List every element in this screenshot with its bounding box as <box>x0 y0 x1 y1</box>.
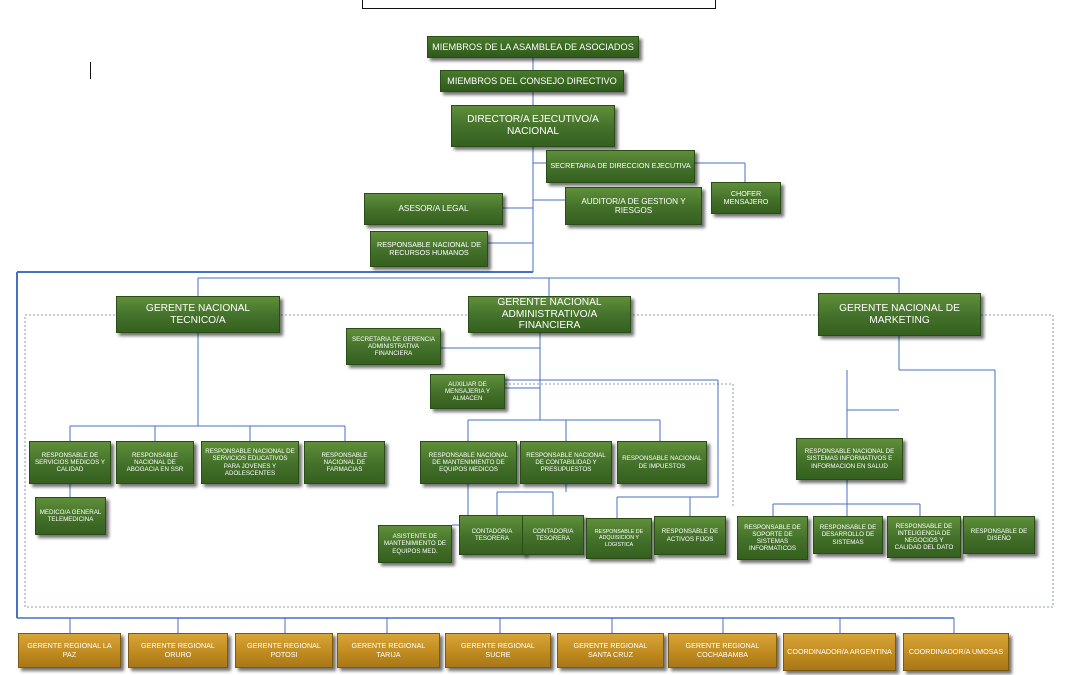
contador-1-box: CONTADOR/A TESORERA <box>459 515 525 555</box>
adquisicion-box: RESPONSABLE DE ADQUISICION Y LOGISTICA <box>586 518 652 559</box>
inteligencia-box: RESPONSABLE DE INTELIGENCIA DE NEGOCIOS … <box>887 516 961 558</box>
tecnico-label-1: RESPONSABLE NACIONAL DE ABOGACIA EN SSR <box>126 451 184 474</box>
diseno-box: RESPONSABLE DE DISEÑO <box>963 516 1035 554</box>
admin-label-0: RESPONSABLE NACIONAL DE MANTENIMIENTO DE… <box>428 451 509 474</box>
regional-box-2: GERENTE REGIONAL POTOSI <box>235 633 333 668</box>
regional-box-1: GERENTE REGIONAL ORURO <box>128 633 228 668</box>
gerente-admin-label: GERENTE NACIONAL ADMINISTRATIVO/A FINANC… <box>497 296 602 332</box>
adquisicion-label: RESPONSABLE DE ADQUISICION Y LOGISTICA <box>594 529 644 548</box>
regional-label-6: GERENTE REGIONAL COCHABAMBA <box>685 641 760 659</box>
sistemas-box: RESPONSABLE NACIONAL DE SISTEMAS INFORMA… <box>796 438 903 480</box>
chofer-box: CHOFER MENSAJERO <box>711 182 781 214</box>
chofer-label: CHOFER MENSAJERO <box>723 188 769 206</box>
header-frame <box>362 0 716 9</box>
regional-box-6: GERENTE REGIONAL COCHABAMBA <box>668 633 777 668</box>
tecnico-box-2: RESPONSABLE NACIONAL DE SERVICIOS EDUCAT… <box>201 441 299 484</box>
gerente-tecnico-box: GERENTE NACIONAL TECNICO/A <box>116 296 280 333</box>
asesor-legal-label: ASESOR/A LEGAL <box>398 204 469 214</box>
medico-box: MEDICO/A GENERAL TELEMEDICINA <box>35 497 106 535</box>
desarrollo-label: RESPONSABLE DE DESARROLLO DE SISTEMAS <box>819 524 877 546</box>
tecnico-box-3: RESPONSABLE NACIONAL DE FARMACIAS <box>304 441 385 484</box>
regional-box-7: COORDINADOR/A ARGENTINA <box>783 633 896 671</box>
consejo-box: MIEMBROS DEL CONSEJO DIRECTIVO <box>440 70 624 92</box>
contador-1-label: CONTADOR/A TESORERA <box>471 527 513 542</box>
gerente-tecnico-label: GERENTE NACIONAL TECNICO/A <box>145 302 251 326</box>
contador-2-box: CONTADOR/A TESORERA <box>522 515 584 555</box>
regional-box-3: GERENTE REGIONAL TARIJA <box>337 633 440 668</box>
admin-label-2: RESPONSABLE NACIONAL DE IMPUESTOS <box>622 455 702 470</box>
secretaria-gerencia-label: SECRETARIA DE GERENCIA ADMINISTRATIVA FI… <box>351 335 436 358</box>
regional-label-7: COORDINADOR/A ARGENTINA <box>787 646 892 656</box>
admin-label-1: RESPONSABLE NACIONAL DE CONTABILIDAD Y P… <box>526 451 606 474</box>
asistente-label: ASISTENTE DE MANTENIMIENTO DE EQUIPOS ME… <box>383 533 447 555</box>
asamblea-box: MIEMBROS DE LA ASAMBLEA DE ASOCIADOS <box>427 36 639 58</box>
consejo-label: MIEMBROS DEL CONSEJO DIRECTIVO <box>447 75 617 86</box>
contador-2-label: CONTADOR/A TESORERA <box>532 527 574 542</box>
admin-box-1: RESPONSABLE NACIONAL DE CONTABILIDAD Y P… <box>520 441 612 484</box>
secretaria-direccion-label: SECRETARIA DE DIRECCION EJECUTIVA <box>550 161 691 171</box>
auditor-label: AUDITOR/A DE GESTION Y RIESGOS <box>581 196 686 215</box>
secretaria-direccion-box: SECRETARIA DE DIRECCION EJECUTIVA <box>546 150 695 183</box>
auditor-box: AUDITOR/A DE GESTION Y RIESGOS <box>565 187 702 225</box>
asistente-box: ASISTENTE DE MANTENIMIENTO DE EQUIPOS ME… <box>378 525 452 563</box>
soporte-label: RESPONSABLE DE SOPORTE DE SISTEMAS INFOR… <box>744 523 801 553</box>
gerente-marketing-label: GERENTE NACIONAL DE MARKETING <box>839 302 960 326</box>
desarrollo-box: RESPONSABLE DE DESARROLLO DE SISTEMAS <box>813 516 883 554</box>
activos-box: RESPONSABLE DE ACTIVOS FIJOS <box>654 516 726 555</box>
rrhh-box: RESPONSABLE NACIONAL DE RECURSOS HUMANOS <box>370 231 488 267</box>
director-box: DIRECTOR/A EJECUTIVO/A NACIONAL <box>451 105 615 147</box>
regional-box-8: COORDINADOR/A UMOSAS <box>903 633 1009 671</box>
regional-box-0: GERENTE REGIONAL LA PAZ <box>18 633 121 668</box>
regional-label-4: GERENTE REGIONAL SUCRE <box>461 641 535 659</box>
tecnico-box-0: RESPONSABLE DE SERVICIOS MEDICOS Y CALID… <box>29 441 111 484</box>
activos-label: RESPONSABLE DE ACTIVOS FIJOS <box>661 528 719 543</box>
regional-label-2: GERENTE REGIONAL POTOSI <box>247 641 321 659</box>
auxiliar-label: AUXILIAR DE MENSAJERIA Y ALMACEN <box>445 380 490 403</box>
asamblea-label: MIEMBROS DE LA ASAMBLEA DE ASOCIADOS <box>432 41 634 52</box>
admin-box-2: RESPONSABLE NACIONAL DE IMPUESTOS <box>617 441 707 484</box>
inteligencia-label: RESPONSABLE DE INTELIGENCIA DE NEGOCIOS … <box>894 522 954 552</box>
regional-label-5: GERENTE REGIONAL SANTA CRUZ <box>573 641 648 659</box>
regional-box-4: GERENTE REGIONAL SUCRE <box>445 633 551 668</box>
auxiliar-box: AUXILIAR DE MENSAJERIA Y ALMACEN <box>430 374 505 409</box>
asesor-legal-box: ASESOR/A LEGAL <box>364 193 503 225</box>
regional-label-3: GERENTE REGIONAL TARIJA <box>351 641 426 659</box>
regional-label-8: COORDINADOR/A UMOSAS <box>908 646 1004 656</box>
admin-box-0: RESPONSABLE NACIONAL DE MANTENIMIENTO DE… <box>420 441 517 484</box>
gerente-admin-box: GERENTE NACIONAL ADMINISTRATIVO/A FINANC… <box>468 296 631 333</box>
rrhh-label: RESPONSABLE NACIONAL DE RECURSOS HUMANOS <box>377 239 481 257</box>
soporte-box: RESPONSABLE DE SOPORTE DE SISTEMAS INFOR… <box>737 516 808 560</box>
director-label: DIRECTOR/A EJECUTIVO/A NACIONAL <box>467 114 599 137</box>
diseno-label: RESPONSABLE DE DISEÑO <box>970 527 1028 542</box>
regional-box-5: GERENTE REGIONAL SANTA CRUZ <box>557 633 664 668</box>
text-cursor <box>90 62 91 79</box>
medico-label: MEDICO/A GENERAL TELEMEDICINA <box>39 508 102 523</box>
regional-label-1: GERENTE REGIONAL ORURO <box>141 641 215 659</box>
sistemas-label: RESPONSABLE NACIONAL DE SISTEMAS INFORMA… <box>804 448 895 470</box>
regional-label-0: GERENTE REGIONAL LA PAZ <box>27 641 112 659</box>
tecnico-label-0: RESPONSABLE DE SERVICIOS MEDICOS Y CALID… <box>35 451 105 474</box>
tecnico-label-3: RESPONSABLE NACIONAL DE FARMACIAS <box>321 451 368 474</box>
secretaria-gerencia-box: SECRETARIA DE GERENCIA ADMINISTRATIVA FI… <box>346 328 441 365</box>
tecnico-box-1: RESPONSABLE NACIONAL DE ABOGACIA EN SSR <box>116 441 194 484</box>
gerente-marketing-box: GERENTE NACIONAL DE MARKETING <box>818 293 981 336</box>
tecnico-label-2: RESPONSABLE NACIONAL DE SERVICIOS EDUCAT… <box>205 448 295 477</box>
